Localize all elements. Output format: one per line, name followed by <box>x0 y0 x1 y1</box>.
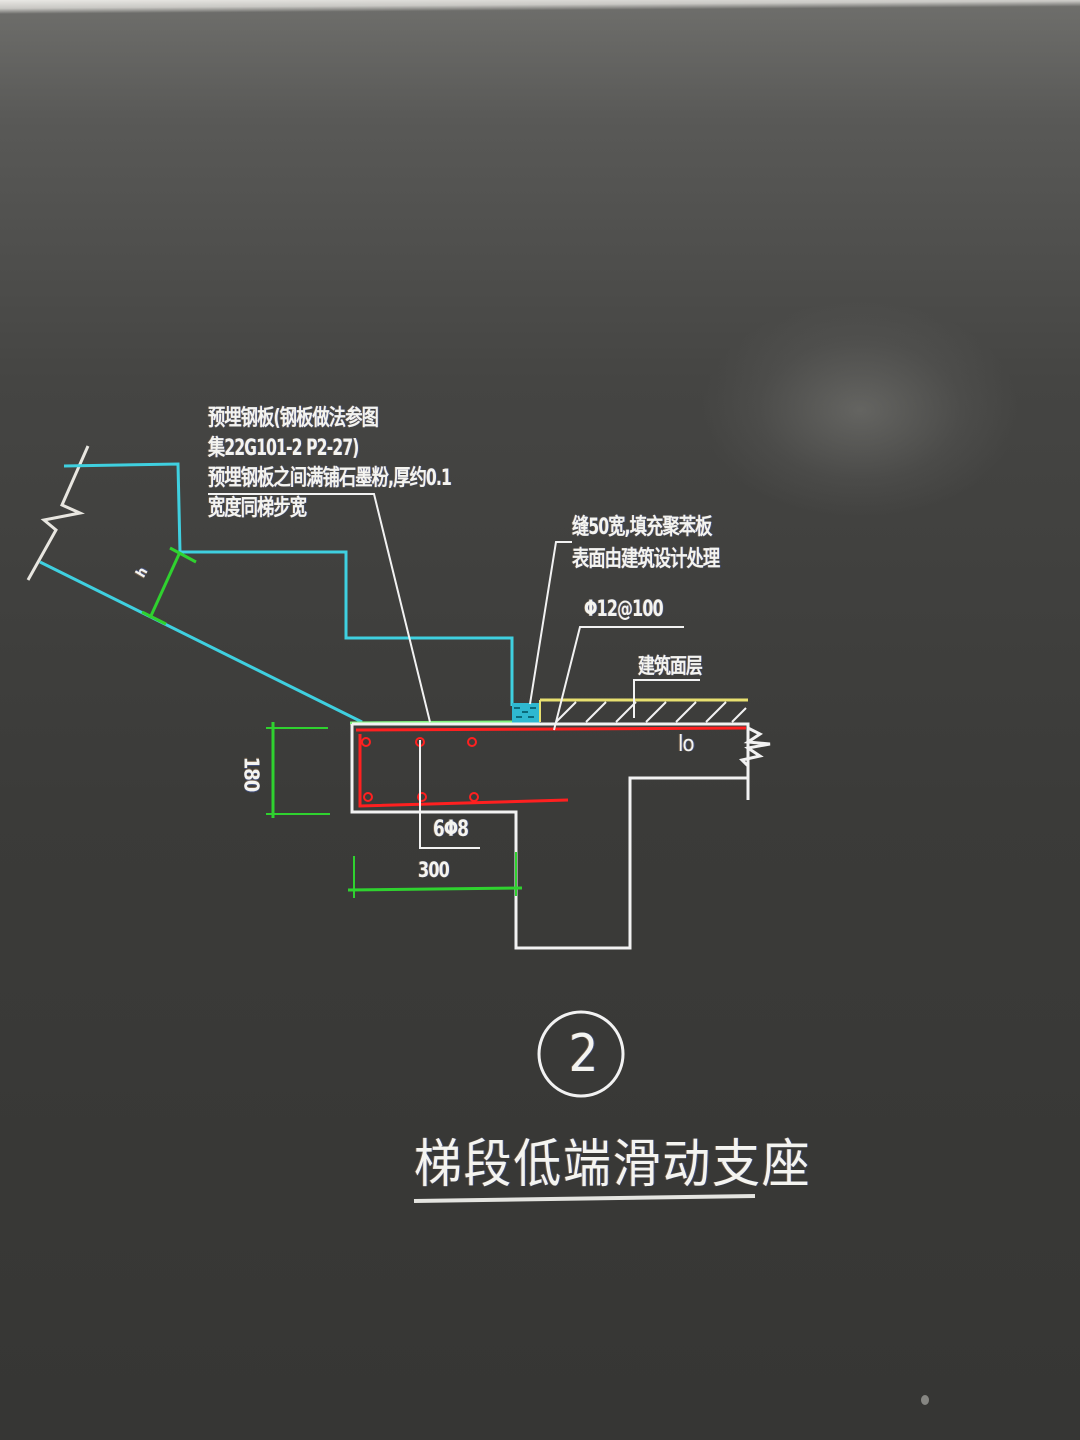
stirrup-label: 6Φ8 <box>433 817 469 842</box>
note-line: 预埋钢板(钢板做法参图 <box>208 406 379 431</box>
hatch-pattern <box>514 707 536 718</box>
note-line: 集22G101-2 P2-27) <box>208 436 359 461</box>
top-rebar-label: Φ12@100 <box>584 597 664 622</box>
monitor-power-led <box>921 1395 929 1405</box>
detail-number: 2 <box>568 1024 599 1084</box>
embedded-plate-note: 预埋钢板(钢板做法参图 集22G101-2 P2-27) 预埋钢板之间满铺石墨粉… <box>208 404 452 524</box>
beam-ledge-outline <box>350 724 748 950</box>
note-line: 宽度同梯步宽 <box>208 496 307 521</box>
stair-soffit-line <box>39 560 363 724</box>
title-underline <box>413 1194 756 1203</box>
dim-tick <box>141 610 167 626</box>
leader-surface <box>633 679 700 718</box>
gap-filler-note: 缝50宽,填充聚苯板 表面由建筑设计处理 <box>572 512 720 576</box>
top-rebar <box>355 726 747 732</box>
stair-steps-outline <box>63 462 514 706</box>
dimension-300-text: 300 <box>418 858 450 882</box>
landing-beam-outline <box>352 722 750 800</box>
surface-layer-label: 建筑面层 <box>638 654 703 678</box>
leader-top-rebar <box>553 626 684 731</box>
ledge-stirrup <box>358 734 569 808</box>
note-line: 缝50宽,填充聚苯板 <box>572 515 712 540</box>
break-line-right <box>739 726 771 768</box>
detail-title: 梯段低端滑动支座 <box>414 1135 812 1195</box>
dim-tick <box>169 546 197 564</box>
dimension-300-line <box>347 886 523 892</box>
screen-reflection <box>700 300 1020 520</box>
stair-thickness-dimension <box>148 551 182 619</box>
span-label: lo <box>678 732 695 757</box>
dimension-180-text: 180 <box>239 756 264 792</box>
break-line-left <box>26 445 90 581</box>
leader-embedded-plate <box>208 493 431 723</box>
surface-hatch <box>555 701 747 723</box>
note-line: 表面由建筑设计处理 <box>572 547 720 572</box>
detail-number-circle <box>537 1010 625 1098</box>
leader-stirrup <box>419 740 480 849</box>
note-line: 预埋钢板之间满铺石墨粉,厚约0.1 <box>208 466 452 491</box>
leader-gap <box>529 541 572 705</box>
rebar-dots <box>361 737 479 802</box>
